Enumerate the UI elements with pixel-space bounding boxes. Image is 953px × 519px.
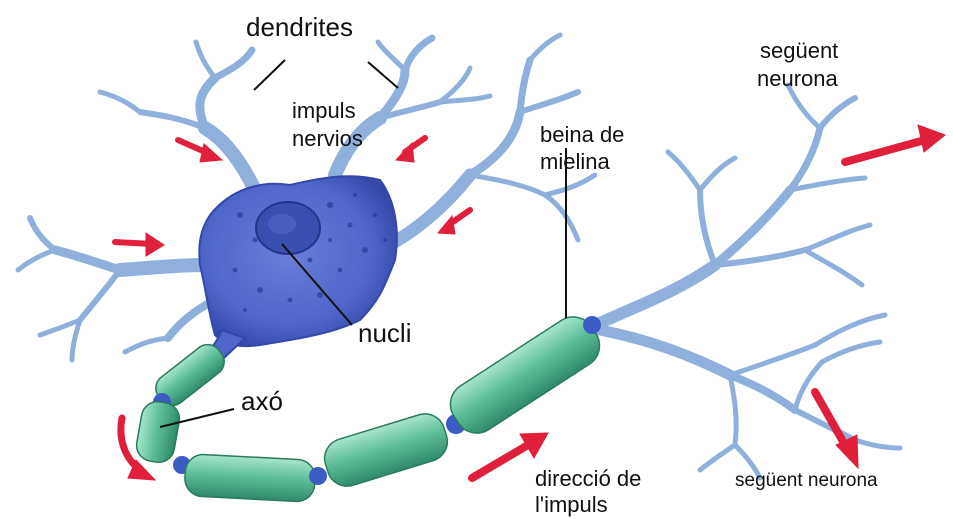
label-seguent-top-line1: següent	[760, 40, 838, 62]
arrow-icon	[396, 143, 414, 162]
arrow-icon	[438, 216, 455, 234]
label-beina-line2: mielina	[540, 151, 610, 173]
label-impuls-line2: nervios	[292, 128, 363, 150]
label-nucli: nucli	[358, 320, 411, 346]
arrow-icon	[845, 140, 925, 162]
arrow-icon	[146, 233, 164, 256]
label-direccio-line1: direcció de	[535, 468, 641, 490]
label-impuls-line1: impuls	[292, 100, 356, 122]
arrow-icon	[918, 125, 945, 152]
arrow-icon	[472, 445, 528, 478]
label-beina-line1: beina de	[540, 124, 624, 146]
label-direccio-line2: l'impuls	[535, 494, 608, 516]
arrow-icon	[815, 392, 845, 445]
label-seguent-top-line2: neurona	[757, 68, 838, 90]
label-axo: axó	[241, 388, 283, 414]
label-seguent-bottom: següent neurona	[735, 471, 878, 490]
label-dendrites: dendrites	[246, 14, 353, 40]
